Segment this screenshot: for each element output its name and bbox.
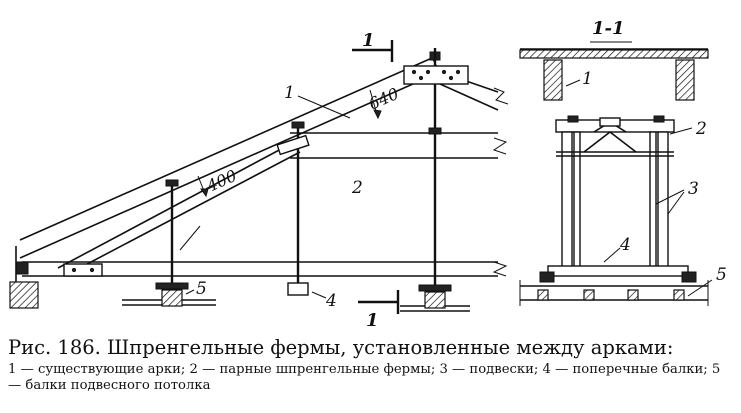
leader-ceiling-beam bbox=[185, 289, 195, 295]
truss-top-chord bbox=[57, 139, 301, 273]
label-cross-beams: 4 bbox=[325, 291, 337, 311]
side-elevation: 1 2 4 5 1 1 640 400 bbox=[9, 30, 509, 331]
section-marker-top bbox=[352, 40, 394, 62]
section-cross-beam bbox=[547, 265, 689, 277]
label-arch-section: 1 bbox=[582, 69, 593, 89]
label-ceiling-beam-section: 5 bbox=[716, 265, 727, 285]
label-ceiling-beams: 5 bbox=[196, 279, 207, 299]
leader-arch bbox=[297, 95, 351, 119]
arch-section-right bbox=[675, 59, 695, 101]
label-hangers: 3 bbox=[688, 179, 699, 199]
lower-hangers bbox=[63, 263, 437, 290]
dimension-400 bbox=[197, 175, 209, 198]
arch-section-left bbox=[543, 59, 563, 101]
dimension-upper: 640 bbox=[366, 84, 402, 114]
ridge-plate bbox=[403, 48, 469, 85]
dimension-lower: 400 bbox=[203, 166, 240, 196]
section-marker-bottom bbox=[358, 290, 400, 314]
label-arch: 1 bbox=[284, 83, 295, 103]
caption-legend: 1 — существующие арки; 2 — парные шпренг… bbox=[8, 362, 721, 393]
label-truss-section: 2 bbox=[695, 119, 707, 139]
truss-horizontal bbox=[22, 132, 498, 277]
hanger-rods bbox=[165, 84, 442, 276]
section-view: 1-1 1 bbox=[519, 18, 727, 306]
section-mark-top: 1 bbox=[362, 30, 375, 51]
left-support bbox=[9, 246, 39, 309]
section-mark-bottom: 1 bbox=[366, 310, 379, 331]
leader-truss bbox=[179, 225, 201, 251]
leader-cross-beam bbox=[311, 291, 327, 299]
label-cross-beam-section: 4 bbox=[619, 235, 631, 255]
dimension-640 bbox=[369, 89, 382, 120]
section-title: 1-1 bbox=[592, 18, 625, 39]
label-truss: 2 bbox=[351, 178, 363, 198]
truss-diagram: 1 2 4 5 1 1 640 400 1-1 1 bbox=[9, 18, 727, 331]
break-marks bbox=[492, 87, 509, 277]
caption-title: Рис. 186. Шпренгельные фермы, установлен… bbox=[8, 336, 674, 359]
section-hangers bbox=[556, 131, 674, 273]
figure-caption: Рис. 186. Шпренгельные фермы, установлен… bbox=[8, 336, 736, 394]
ceiling-beams bbox=[122, 282, 470, 312]
